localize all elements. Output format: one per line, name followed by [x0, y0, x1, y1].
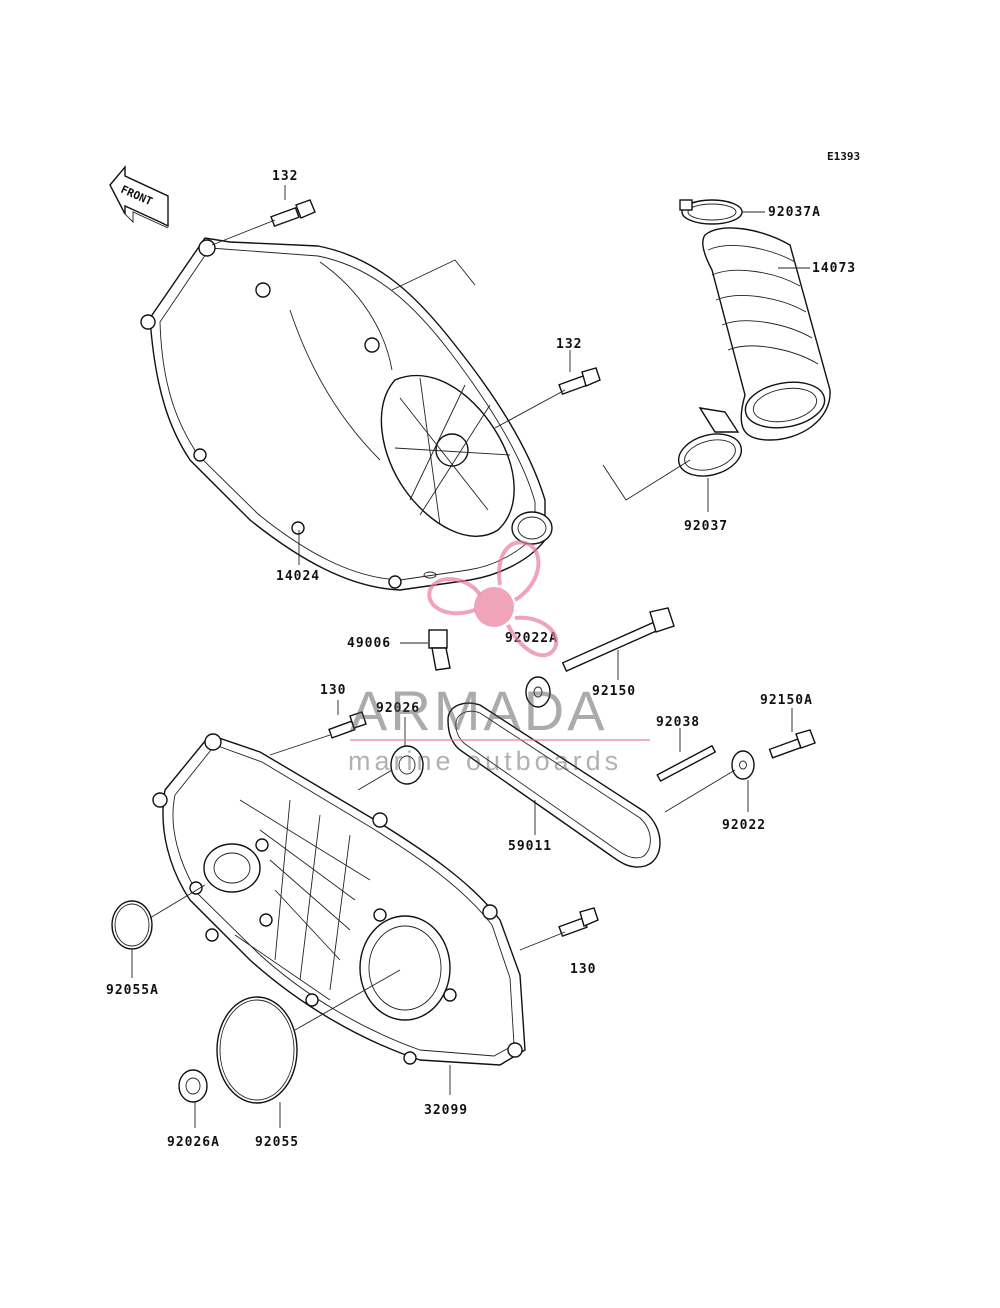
label-32099: 32099 — [424, 1103, 468, 1118]
air-duct-14073 — [702, 227, 831, 441]
o-ring-92055A — [111, 900, 153, 950]
o-ring-92055 — [216, 996, 298, 1104]
label-92037A: 92037A — [768, 205, 821, 220]
ref-code: E1393 — [827, 150, 860, 163]
label-14073: 14073 — [812, 261, 856, 276]
label-92037: 92037 — [684, 519, 728, 534]
armada-logo-watermark: ARMADA marine outboards — [348, 540, 650, 776]
watermark-brand: ARMADA — [350, 679, 608, 742]
washer-92022A — [525, 676, 551, 708]
front-arrow-icon: FRONT — [109, 165, 169, 229]
pin-92038 — [656, 744, 717, 783]
label-92150A: 92150A — [760, 693, 813, 708]
label-92026A: 92026A — [167, 1135, 220, 1150]
label-49006: 49006 — [347, 636, 391, 651]
washer-92022 — [731, 750, 755, 780]
label-130-bottom: 130 — [570, 962, 596, 977]
label-92055A: 92055A — [106, 983, 159, 998]
label-130-top: 130 — [320, 683, 346, 698]
seal-92026 — [390, 745, 424, 785]
bolt-130-top — [328, 711, 367, 739]
label-14024: 14024 — [276, 569, 320, 584]
drain-plug-49006 — [428, 629, 451, 671]
propeller-icon — [427, 540, 559, 658]
label-92038: 92038 — [656, 715, 700, 730]
bolt-132-mid — [558, 367, 601, 396]
label-132-mid: 132 — [556, 337, 582, 352]
seal-92026A — [178, 1069, 208, 1103]
label-92022: 92022 — [722, 818, 766, 833]
label-132-top: 132 — [272, 169, 298, 184]
bolt-92150A — [768, 729, 816, 759]
label-92055: 92055 — [255, 1135, 299, 1150]
bolt-132-top — [270, 199, 316, 228]
bolt-92150 — [561, 607, 675, 672]
bolt-130-bottom — [558, 907, 599, 938]
label-92150: 92150 — [592, 684, 636, 699]
watermark-tagline: marine outboards — [348, 746, 622, 776]
label-59011: 59011 — [508, 839, 552, 854]
outer-cover-14024 — [140, 237, 553, 591]
hose-clamp-92037A — [679, 199, 743, 225]
label-92026: 92026 — [376, 701, 420, 716]
hose-clamp-92037 — [677, 407, 743, 477]
inner-cover-32099 — [152, 733, 526, 1066]
